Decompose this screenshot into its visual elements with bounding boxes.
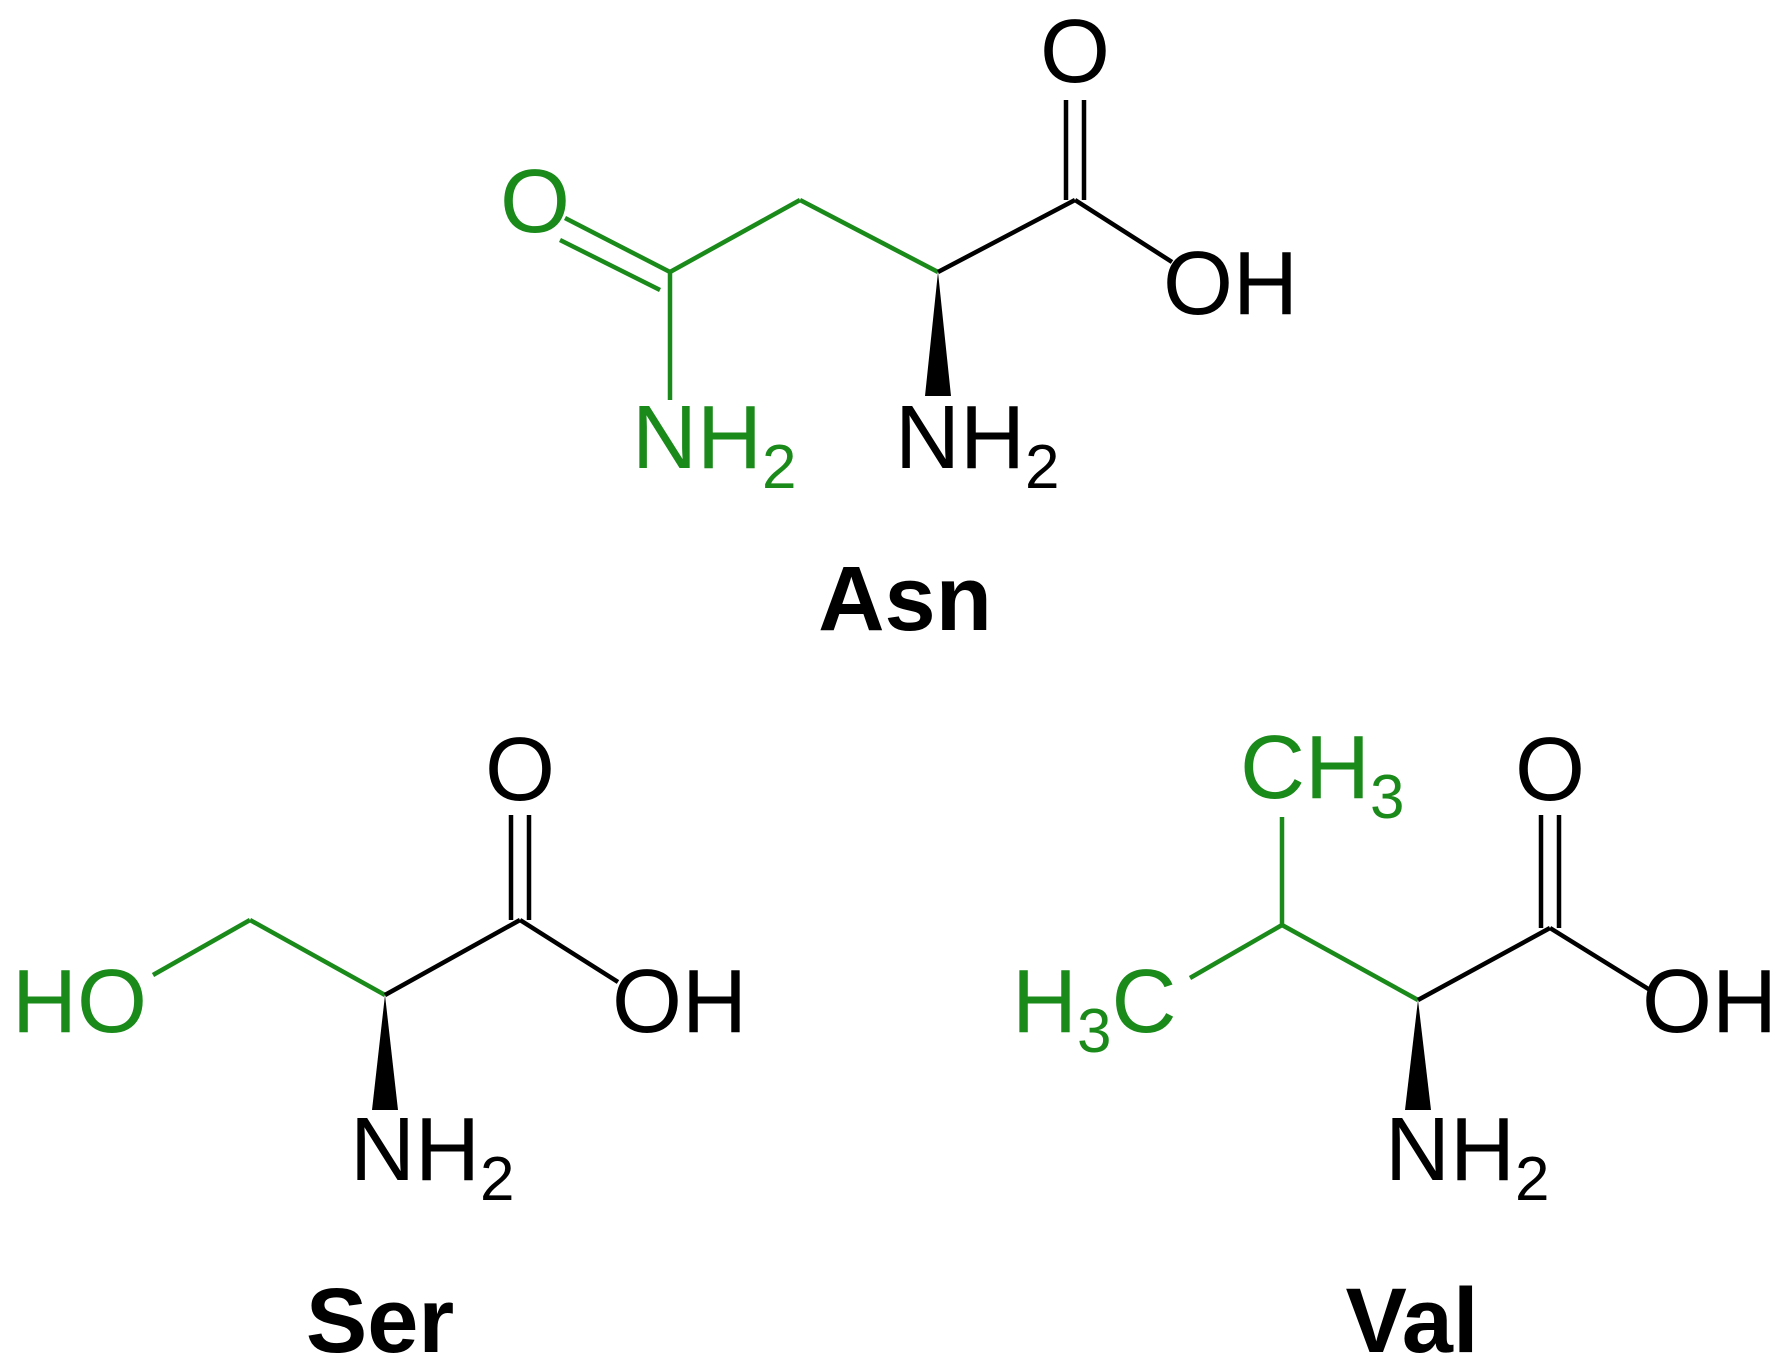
val-alpha-nh2-label: NH2 (1385, 1100, 1549, 1214)
ser-bond-cb-ca (248, 918, 387, 997)
asn-bond-c4-c3 (668, 198, 802, 274)
ser-hydroxyl-side-label: HO (12, 952, 147, 1052)
ser-bond-ca-c (383, 918, 522, 997)
asn-bond-ca-c (936, 198, 1077, 274)
asn-molecule: O O OH NH2 NH2 Asn (500, 2, 1298, 650)
asn-hydroxyl-label: OH (1163, 234, 1298, 334)
asn-bond-c3-ca (798, 198, 940, 274)
val-bond-cb-ca (1280, 923, 1420, 1002)
val-h3c-label: H3C (1012, 952, 1176, 1066)
val-ch3-top-label: CH3 (1240, 718, 1404, 832)
val-hydroxyl-label: OH (1642, 952, 1777, 1052)
ser-stereo-wedge-bond (372, 995, 398, 1110)
val-stereo-wedge-bond (1405, 1000, 1431, 1110)
val-bond-ca-c (1416, 926, 1552, 1002)
ser-acid-oxygen-label: O (485, 720, 555, 820)
ser-bond-o-cb (151, 918, 252, 977)
ser-alpha-nh2-label: NH2 (350, 1100, 514, 1214)
asn-acid-oxygen-label: O (1040, 2, 1110, 102)
val-molecule: CH3 H3C O OH NH2 Val (1012, 718, 1777, 1371)
asn-amide-nh2-label: NH2 (632, 388, 796, 502)
val-bond-h3c-cb (1188, 923, 1284, 980)
val-name-label: Val (1345, 1270, 1478, 1371)
asn-bond-c-oh (1073, 198, 1174, 264)
asn-stereo-wedge-bond (925, 272, 951, 396)
ser-molecule: HO O OH NH2 Ser (12, 720, 747, 1371)
asn-alpha-nh2-label: NH2 (895, 388, 1059, 502)
asn-carbonyl-double-bond-inner (558, 237, 662, 293)
asn-name-label: Asn (818, 548, 992, 650)
ser-bond-c-oh (518, 918, 620, 984)
asn-carbonyl-oxygen-label: O (500, 152, 570, 252)
val-acid-oxygen-label: O (1515, 720, 1585, 820)
ser-hydroxyl-label: OH (612, 952, 747, 1052)
val-side-chain (1188, 817, 1420, 1002)
asn-carbonyl-double-bond-outer (563, 215, 672, 275)
val-bond-c-oh (1548, 926, 1652, 992)
ser-name-label: Ser (306, 1270, 454, 1371)
ser-side-chain (151, 918, 387, 997)
asn-side-chain (558, 198, 940, 400)
